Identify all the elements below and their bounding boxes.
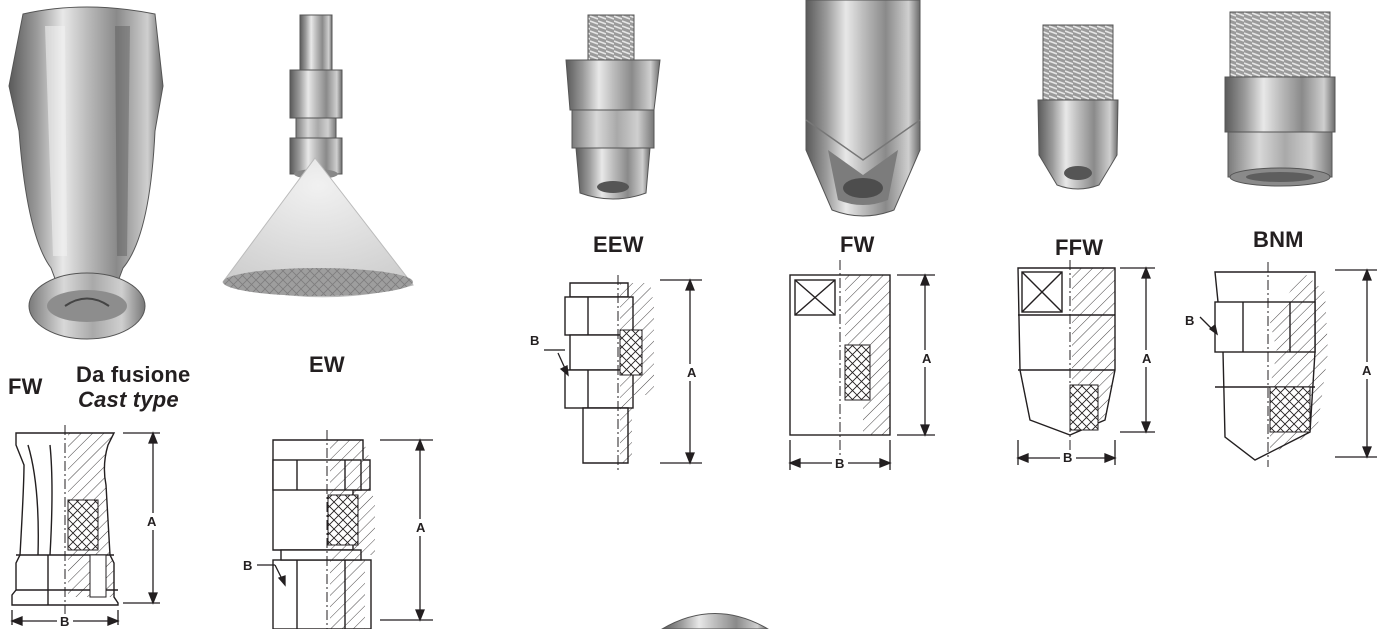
eew-photo [565,14,661,200]
label-bnm: BNM [1253,227,1304,252]
ffw-photo [1037,24,1119,190]
ew-drawing [257,430,433,629]
dim-b-ffw: B [1060,450,1076,465]
dim-a-fw: A [920,350,934,367]
label-cast-en: Cast type [78,387,179,412]
label-ffw: FFW [1055,235,1104,260]
fw-photo [805,0,921,217]
dim-a-fw-cast: A [145,513,159,530]
ffw-drawing [1016,260,1155,465]
label-ew: EW [309,352,345,377]
label-eew: EEW [593,232,644,257]
ew-photo [222,14,414,298]
dim-b-bnm: B [1185,313,1195,328]
dim-a-ffw: A [1140,350,1154,367]
dim-a-eew: A [685,364,699,381]
partial-photo [661,613,769,629]
dim-b-fw: B [832,456,848,471]
label-cast-it: Da fusione [76,362,191,387]
bnm-photo [1224,11,1336,187]
dim-b-fw-cast: B [57,614,73,629]
dim-b-eew: B [530,333,540,348]
eew-drawing [544,275,702,470]
dim-a-bnm: A [1360,362,1374,379]
bnm-drawing [1199,262,1377,467]
fw-cast-drawing [10,425,160,626]
fw-cast-photo [8,6,164,340]
label-fw: FW [840,232,875,257]
label-fw-cast: FW [8,374,43,399]
dim-b-ew: B [243,558,253,573]
fw-drawing [788,260,935,470]
dim-a-ew: A [414,519,428,536]
